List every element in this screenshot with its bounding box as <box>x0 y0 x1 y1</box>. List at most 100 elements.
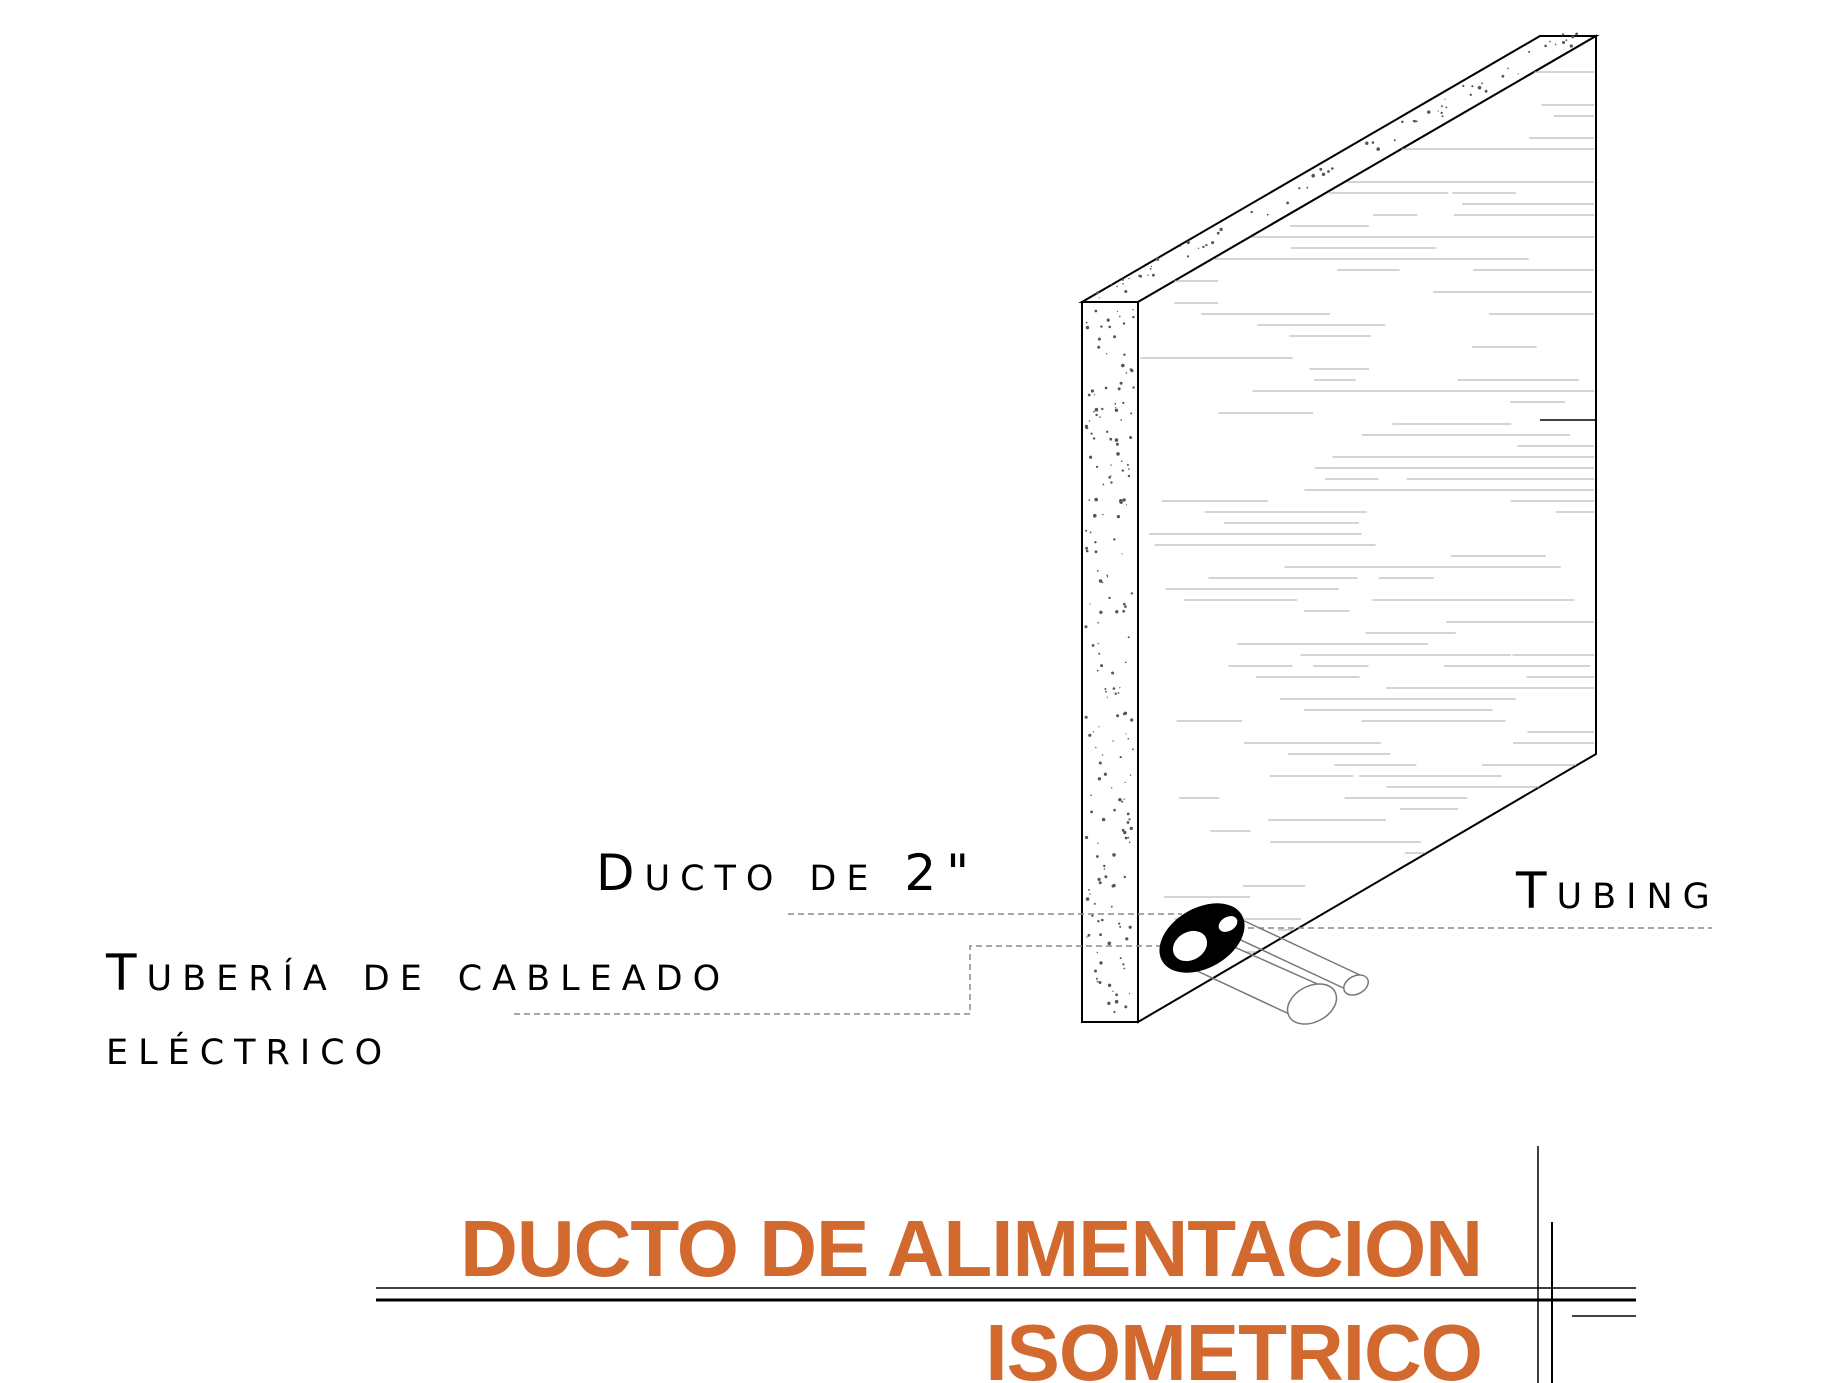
concrete-speck <box>1089 531 1092 534</box>
concrete-speck <box>1150 265 1153 268</box>
concrete-speck <box>1098 981 1102 984</box>
concrete-speck <box>1116 285 1118 288</box>
concrete-speck <box>1085 325 1090 330</box>
concrete-speck <box>1088 889 1090 891</box>
concrete-speck <box>1125 372 1128 374</box>
concrete-speck <box>1117 387 1121 391</box>
concrete-speck <box>1115 406 1117 409</box>
concrete-speck <box>1093 513 1097 518</box>
concrete-speck <box>1128 925 1132 929</box>
concrete-speck <box>1088 733 1092 737</box>
concrete-speck <box>1445 106 1448 109</box>
concrete-speck <box>1120 419 1122 421</box>
concrete-speck <box>1119 381 1123 385</box>
concrete-speck <box>1087 393 1091 397</box>
concrete-speck <box>1517 73 1519 75</box>
concrete-speck <box>1097 337 1101 341</box>
concrete-speck <box>1179 245 1182 247</box>
concrete-speck <box>1128 468 1130 470</box>
concrete-speck <box>1123 353 1126 356</box>
concrete-speck <box>1110 283 1113 286</box>
concrete-speck <box>1102 513 1104 516</box>
concrete-speck <box>1122 498 1126 502</box>
concrete-speck <box>1132 386 1135 389</box>
concrete-speck <box>1149 268 1152 270</box>
concrete-speck <box>1091 914 1094 917</box>
concrete-speck <box>1087 933 1091 937</box>
concrete-speck <box>1111 671 1115 675</box>
concrete-speck <box>1124 781 1126 784</box>
concrete-speck <box>1103 868 1106 870</box>
concrete-speck <box>1306 186 1309 189</box>
concrete-speck <box>1211 241 1215 245</box>
concrete-speck <box>1084 424 1088 428</box>
concrete-speck <box>1130 369 1134 373</box>
concrete-speck <box>1401 120 1404 123</box>
concrete-speck <box>1092 731 1095 733</box>
concrete-speck <box>1113 335 1117 339</box>
concrete-speck <box>1099 610 1103 614</box>
concrete-speck <box>1108 596 1111 600</box>
concrete-speck <box>1092 437 1096 440</box>
label-tuberia-line2: eléctrico <box>106 1018 392 1076</box>
label-ducto: Ducto de 2" <box>596 844 979 902</box>
concrete-speck <box>1128 818 1131 821</box>
concrete-speck <box>1128 277 1130 280</box>
concrete-speck <box>1123 798 1125 800</box>
concrete-speck <box>1437 110 1439 112</box>
concrete-speck <box>1093 394 1096 396</box>
concrete-speck <box>1128 993 1130 995</box>
concrete-speck <box>1106 430 1109 433</box>
concrete-speck <box>1484 89 1488 93</box>
concrete-speck <box>1462 84 1465 88</box>
concrete-speck <box>1121 363 1125 368</box>
concrete-speck <box>1376 147 1380 151</box>
concrete-speck <box>1096 951 1099 954</box>
concrete-speck <box>1097 777 1102 781</box>
concrete-speck <box>1122 283 1124 285</box>
concrete-speck <box>1205 244 1208 247</box>
concrete-speck <box>1103 772 1107 776</box>
concrete-speck <box>1119 687 1121 689</box>
concrete-speck <box>1116 310 1118 313</box>
concrete-speck <box>1444 98 1446 100</box>
concrete-speck <box>1441 115 1444 118</box>
concrete-speck <box>1084 715 1088 719</box>
concrete-speck <box>1202 245 1205 249</box>
concrete-speck <box>1124 290 1128 293</box>
concrete-speck <box>1122 401 1125 404</box>
concrete-speck <box>1086 936 1088 938</box>
concrete-speck <box>1112 687 1116 690</box>
concrete-speck <box>1121 553 1123 555</box>
concrete-speck <box>1115 993 1118 997</box>
concrete-speck <box>1119 957 1122 960</box>
concrete-speck <box>1100 325 1103 328</box>
concrete-speck <box>1118 922 1121 925</box>
concrete-speck <box>1097 877 1101 882</box>
concrete-speck <box>1130 592 1134 595</box>
concrete-speck <box>1197 247 1200 249</box>
concrete-speck <box>1090 389 1094 393</box>
concrete-speck <box>1139 274 1142 278</box>
wall-concrete-section <box>1081 301 1139 1023</box>
concrete-speck <box>1098 297 1100 299</box>
concrete-speck <box>1095 746 1097 749</box>
concrete-speck <box>1155 257 1160 261</box>
concrete-speck <box>1119 756 1122 759</box>
concrete-speck <box>1128 841 1131 844</box>
concrete-speck <box>1152 273 1155 277</box>
concrete-speck <box>1101 817 1106 822</box>
concrete-speck <box>1104 386 1108 390</box>
concrete-speck <box>1129 826 1134 831</box>
duct-opening <box>1159 903 1245 973</box>
concrete-speck <box>1481 82 1483 85</box>
concrete-speck <box>1090 794 1092 797</box>
concrete-speck <box>1119 315 1121 318</box>
concrete-speck <box>1089 455 1093 459</box>
concrete-speck <box>1097 920 1100 923</box>
concrete-speck <box>1090 810 1093 814</box>
concrete-speck <box>1104 688 1107 690</box>
concrete-speck <box>1121 278 1125 281</box>
concrete-speck <box>1219 227 1223 232</box>
